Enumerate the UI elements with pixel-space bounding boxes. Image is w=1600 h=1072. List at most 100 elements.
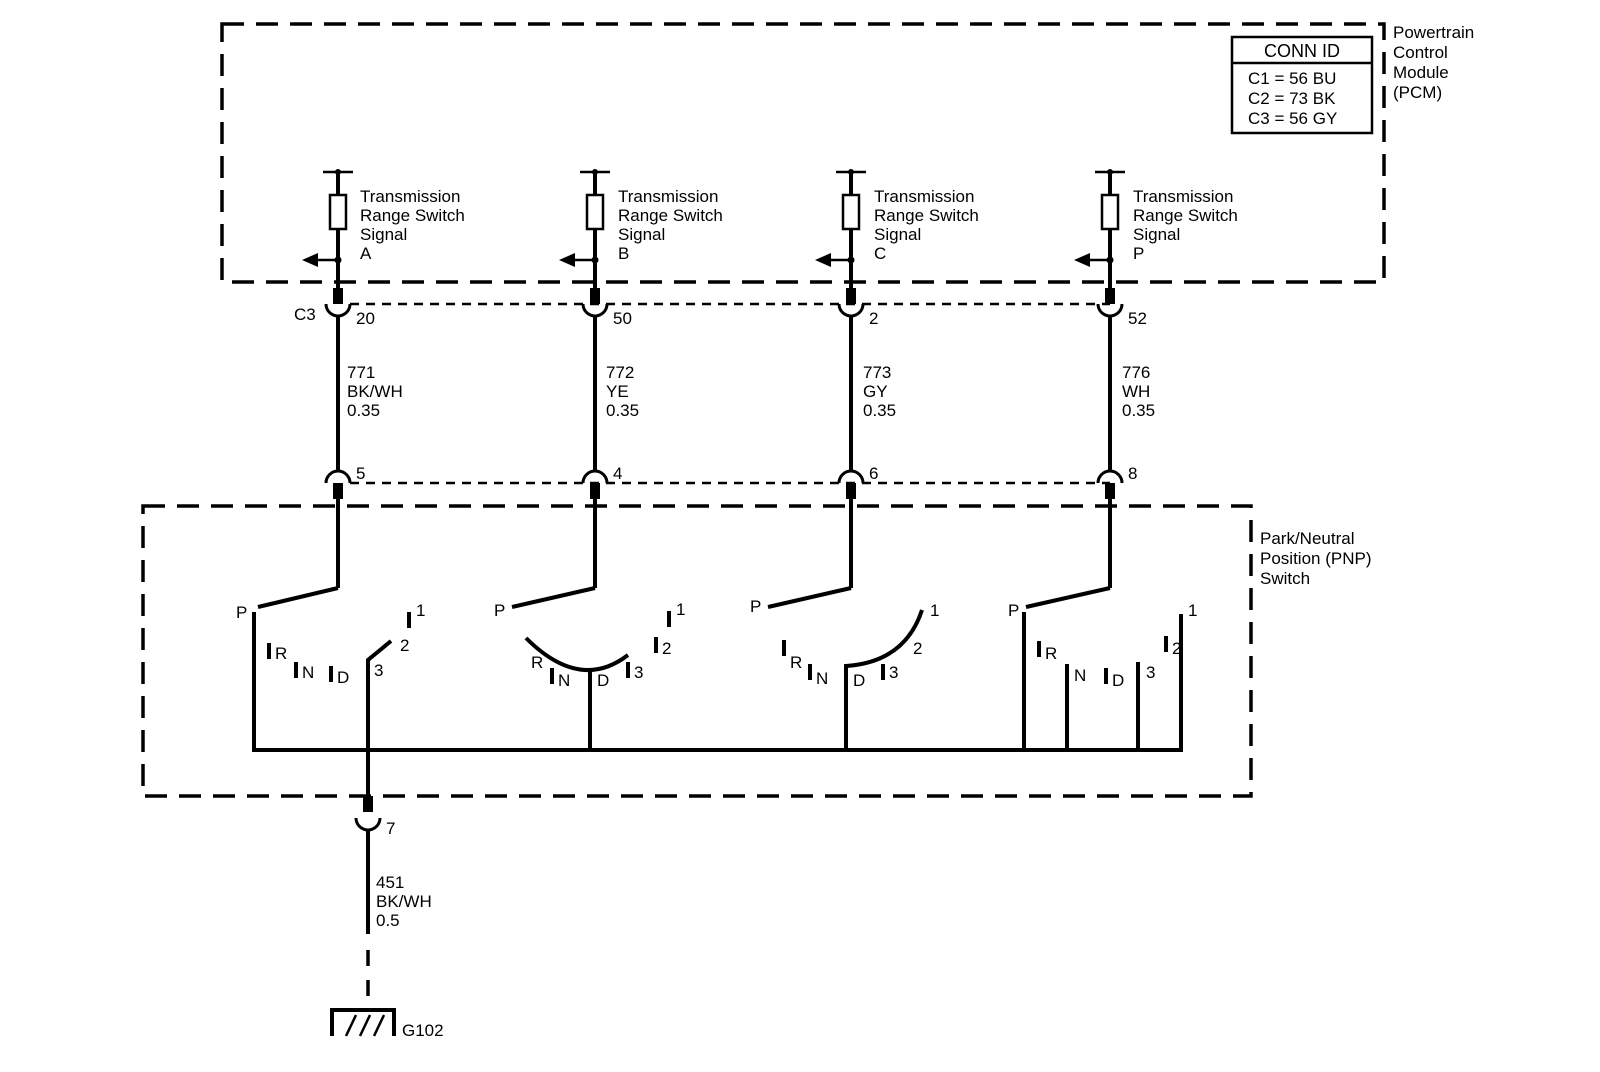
circuit-b-pos-p: P [494,601,505,620]
signal-arrow-icon [302,253,318,267]
circuit-p-pos-d: D [1112,671,1124,690]
connector-terminal-icon [581,303,609,318]
pullup-resistor-icon [1100,193,1120,231]
circuit-p-wire-number: 776 [1122,363,1150,382]
ground-pin: 7 [386,819,395,838]
conn-id-c2: C2 = 73 BK [1248,89,1336,108]
circuit-b-pos-3: 3 [634,663,643,682]
pullup-resistor-icon [841,193,861,231]
circuit-p-pos-p: P [1008,601,1019,620]
circuit-p-pos-2: 2 [1172,639,1181,658]
circuit-c-signal-line-3: Signal [874,225,921,244]
circuit-b-pos-r: R [531,653,543,672]
pnp-label-line-1: Park/Neutral [1260,529,1354,548]
circuit-a-pos-d: D [337,668,349,687]
circuit-b-pos-d: D [597,671,609,690]
circuit-p-signal-line-2: Range Switch [1133,206,1238,225]
circuit-a-pos-3: 3 [374,661,383,680]
circuit-a-signal-line-2: Range Switch [360,206,465,225]
circuit-p-switch-pin: 8 [1128,464,1137,483]
circuit-a-pos-n: N [302,663,314,682]
signal-arrow-icon [815,253,831,267]
circuit-p-pos-1: 1 [1188,601,1197,620]
conn-id-c3: C3 = 56 GY [1248,109,1337,128]
circuit-p-pcm-pin: 52 [1128,309,1147,328]
circuit-b-wire-size: 0.35 [606,401,639,420]
pcm-label-line-3: Module [1393,63,1449,82]
signal-arrow-icon [1074,253,1090,267]
circuit-a-pos-1: 1 [416,601,425,620]
ground-label: G102 [402,1021,444,1040]
circuit-b-signal-line-3: Signal [618,225,665,244]
circuit-c-pos-n: N [816,669,828,688]
ground-wire-number: 451 [376,873,404,892]
circuit-c-pos-d: D [853,671,865,690]
circuit-a-pcm-pin: 20 [356,309,375,328]
connector-terminal-icon [837,303,865,318]
circuit-b-signal-line-1: Transmission [618,187,718,206]
circuit-a-wire-color: BK/WH [347,382,403,401]
circuit-a-signal-line-3: Signal [360,225,407,244]
pullup-resistor-icon [328,193,348,231]
circuit-c-signal-line-1: Transmission [874,187,974,206]
circuit-b-pos-n: N [558,671,570,690]
conn-id-table: CONN ID C1 = 56 BU C2 = 73 BK C3 = 56 GY [1230,35,1374,135]
circuit-c-wire-color: GY [863,382,888,401]
connector-terminal-icon [1096,469,1124,484]
pcm-module: Powertrain Control Module (PCM) CONN ID … [220,22,1474,284]
circuit-c-pcm-pin: 2 [869,309,878,328]
circuit-p-wire-color: WH [1122,382,1150,401]
ground-wire-color: BK/WH [376,892,432,911]
circuit-b-pos-2: 2 [662,639,671,658]
circuit-p-signal-line-3: Signal [1133,225,1180,244]
circuit-a-pos-r: R [275,644,287,663]
connector-terminal-icon [837,469,865,484]
circuit-p: Transmission Range Switch Signal P 52 77… [1008,169,1238,750]
ground-icon [330,1008,396,1037]
circuit-a-switch-pin: 5 [356,464,365,483]
circuit-a-signal-line-4: A [360,244,372,263]
connector-terminal-icon [324,469,352,484]
ground-wire-size: 0.5 [376,911,400,930]
pcm-boundary [220,22,1386,284]
pcm-connector-label: C3 [294,305,316,324]
circuit-a-signal-line-1: Transmission [360,187,460,206]
pnp-switch: Park/Neutral Position (PNP) Switch [141,504,1371,798]
circuit-c-pos-3: 3 [889,663,898,682]
circuit-b-wire-number: 772 [606,363,634,382]
circuit-b-pcm-pin: 50 [613,309,632,328]
circuit-c-pos-p: P [750,597,761,616]
circuit-b-pos-1: 1 [676,600,685,619]
pnp-boundary [141,504,1253,798]
circuit-a: Transmission Range Switch Signal A 20 77… [236,169,465,750]
pcm-label-line-1: Powertrain [1393,23,1474,42]
circuit-c-pos-1: 1 [930,601,939,620]
pullup-resistor-icon [585,193,605,231]
conn-id-title: CONN ID [1264,41,1340,61]
circuit-a-wire-number: 771 [347,363,375,382]
pcm-label: Powertrain Control Module (PCM) [1393,23,1474,102]
circuit-b: Transmission Range Switch Signal B 50 77… [494,169,723,750]
circuit-b-switch-pin: 4 [613,464,622,483]
pnp-label-line-2: Position (PNP) [1260,549,1371,568]
circuit-c-wire-size: 0.35 [863,401,896,420]
circuit-a-wire-size: 0.35 [347,401,380,420]
circuit-c-switch-pin: 6 [869,464,878,483]
circuit-p-pos-3: 3 [1146,663,1155,682]
circuit-b-signal-line-4: B [618,244,629,263]
ground-circuit: 7 451 BK/WH 0.5 G102 [330,684,444,1040]
conn-id-c1: C1 = 56 BU [1248,69,1336,88]
circuit-b-wire-color: YE [606,382,629,401]
circuit-p-signal-line-1: Transmission [1133,187,1233,206]
connector-terminal-icon [581,469,609,484]
circuit-a-pos-p: P [236,603,247,622]
pnp-label-line-3: Switch [1260,569,1310,588]
pcm-label-line-2: Control [1393,43,1448,62]
circuit-c-signal-line-2: Range Switch [874,206,979,225]
signal-arrow-icon [559,253,575,267]
circuit-c-wire-number: 773 [863,363,891,382]
circuit-p-pos-r: R [1045,644,1057,663]
circuit-c-pos-2: 2 [913,639,922,658]
pnp-label: Park/Neutral Position (PNP) Switch [1260,529,1371,588]
